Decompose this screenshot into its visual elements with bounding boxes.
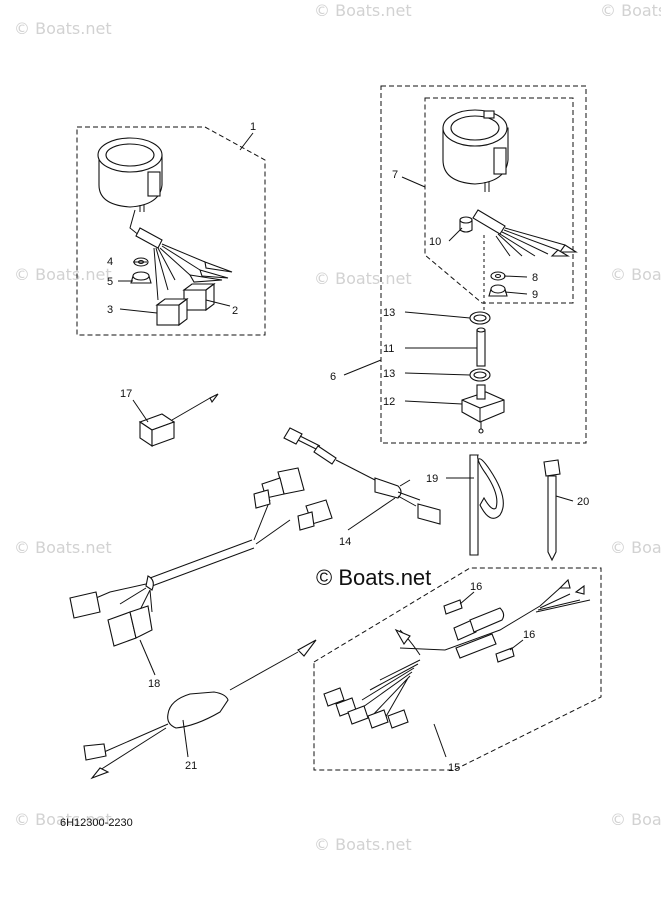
callout-11: 11 — [383, 343, 394, 355]
callout-17: 17 — [120, 388, 132, 400]
connector-17 — [138, 393, 219, 448]
callout-21: 21 — [185, 760, 197, 772]
nut-5 — [130, 271, 152, 284]
clamp-13-upper — [469, 311, 491, 325]
callout-13: 13 — [383, 307, 395, 319]
callout-1: 1 — [250, 121, 256, 133]
group-7-boundary — [424, 97, 574, 304]
group-6-boundary — [380, 85, 587, 444]
grommet-10 — [459, 216, 473, 233]
watermark: © Boats.net — [610, 265, 661, 284]
group-1-boundary — [76, 126, 266, 336]
sensor-12 — [461, 384, 505, 434]
watermark: © Boats.net — [314, 1, 412, 20]
group-15-boundary — [313, 567, 602, 771]
callout-18: 18 — [148, 678, 160, 690]
meter-gauge-7 — [442, 109, 578, 257]
harness-21 — [83, 639, 317, 780]
diagram-code: 6H12300-2230 — [60, 817, 133, 829]
callout-16: 16 — [523, 629, 535, 641]
main-harness-18 — [69, 467, 333, 647]
washer-8 — [490, 271, 506, 281]
clamp-13-lower — [469, 368, 491, 382]
cable-tie-20 — [543, 459, 561, 562]
nut-9 — [488, 284, 508, 297]
callout-12: 12 — [383, 396, 395, 408]
connector-3 — [155, 297, 189, 327]
watermark: © Boats.net — [314, 835, 412, 854]
watermark: © Boats.net — [14, 810, 112, 829]
hose-11 — [476, 327, 486, 367]
callout-3: 3 — [107, 304, 113, 316]
center-watermark: © Boats.net — [316, 565, 431, 590]
callout-13: 13 — [383, 368, 395, 380]
watermark: © Boats.net — [14, 265, 112, 284]
watermark: © Boats.net — [600, 1, 661, 20]
watermarks: © Boats.net © Boats.net © Boats.net © Bo… — [14, 1, 661, 854]
connector-2 — [182, 282, 216, 312]
watermark: © Boats.net — [14, 19, 112, 38]
callout-14: 14 — [339, 536, 351, 548]
meter-gauge-1 — [97, 137, 233, 301]
callout-4: 4 — [107, 256, 113, 268]
callout-labels: 1 2 3 4 5 6 7 8 9 10 11 12 13 13 14 15 1… — [107, 121, 589, 774]
callout-9: 9 — [532, 289, 538, 301]
fuse-16-lower — [495, 647, 515, 663]
callout-5: 5 — [107, 276, 113, 288]
callout-8: 8 — [532, 272, 538, 284]
callout-16: 16 — [470, 581, 482, 593]
callout-7: 7 — [392, 169, 398, 181]
tube-19 — [469, 454, 504, 556]
leader-lines — [118, 132, 574, 758]
harness-14 — [283, 427, 441, 525]
callout-20: 20 — [577, 496, 589, 508]
callout-6: 6 — [330, 371, 336, 383]
callout-10: 10 — [429, 236, 441, 248]
watermark: © Boats.net — [610, 538, 661, 557]
callout-19: 19 — [426, 473, 438, 485]
watermark: © Boats.net — [610, 810, 661, 829]
watermark: © Boats.net — [14, 538, 112, 557]
sub-harness-15 — [323, 578, 591, 729]
watermark: © Boats.net — [314, 269, 412, 288]
callout-15: 15 — [448, 762, 460, 774]
callout-2: 2 — [232, 305, 238, 317]
fuse-16-upper — [443, 599, 463, 615]
